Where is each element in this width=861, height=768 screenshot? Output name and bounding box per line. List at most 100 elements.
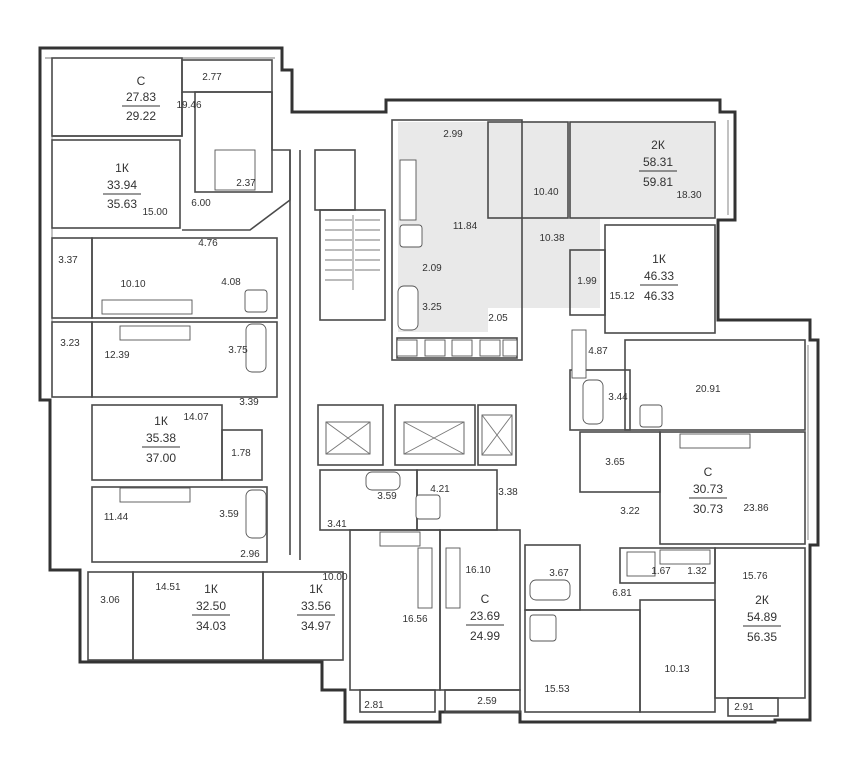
apartment-label: 1К 32.50 34.03 bbox=[192, 582, 230, 633]
room-area: 3.22 bbox=[620, 506, 640, 517]
apartment-total-area: 46.33 bbox=[644, 289, 674, 303]
apartment-type: С bbox=[704, 465, 713, 479]
room-area: 6.81 bbox=[612, 588, 632, 599]
room-area: 6.00 bbox=[191, 198, 211, 209]
room-area: 14.51 bbox=[155, 582, 180, 593]
room-area: 18.30 bbox=[676, 190, 701, 201]
apartment-label: 1К 46.33 46.33 bbox=[640, 252, 678, 303]
room-area: 1.78 bbox=[231, 448, 251, 459]
room-area: 15.00 bbox=[142, 207, 167, 218]
apartment-total-area: 56.35 bbox=[747, 630, 777, 644]
room-area: 14.07 bbox=[183, 412, 208, 423]
room-area: 3.59 bbox=[377, 491, 397, 502]
room-area: 10.38 bbox=[539, 233, 564, 244]
room-area: 12.39 bbox=[104, 350, 129, 361]
room-area: 3.39 bbox=[239, 397, 259, 408]
room-area: 4.21 bbox=[430, 484, 450, 495]
room-area: 15.12 bbox=[609, 291, 634, 302]
apartment-label: 2К 54.89 56.35 bbox=[743, 593, 781, 644]
room-area: 10.00 bbox=[322, 572, 347, 583]
room-area: 10.10 bbox=[120, 279, 145, 290]
apartment-type: 1К bbox=[204, 582, 218, 596]
interior-walls bbox=[51, 57, 806, 717]
room-area: 2.81 bbox=[364, 700, 384, 711]
apartment-total-area: 35.63 bbox=[107, 197, 137, 211]
room-area: 3.41 bbox=[327, 519, 347, 530]
apartment-area: 32.50 bbox=[196, 599, 226, 613]
room-area: 16.56 bbox=[402, 614, 427, 625]
apartment-type: 1К bbox=[154, 414, 168, 428]
room-area: 4.76 bbox=[198, 238, 218, 249]
room-area: 19.46 bbox=[176, 100, 201, 111]
room-area: 3.44 bbox=[608, 392, 628, 403]
room-area: 3.23 bbox=[60, 338, 80, 349]
apartment-label: 1К 33.56 34.97 bbox=[297, 582, 335, 633]
room-area: 2.59 bbox=[477, 696, 497, 707]
apartment-label: 1К 35.38 37.00 bbox=[142, 414, 180, 465]
elevator-shafts bbox=[325, 414, 513, 456]
apartment-total-area: 24.99 bbox=[470, 629, 500, 643]
room-area: 3.65 bbox=[605, 457, 625, 468]
room-area: 4.08 bbox=[221, 277, 241, 288]
apartment-type: С bbox=[481, 592, 490, 606]
apartment-type: 1К bbox=[652, 252, 666, 266]
room-area: 2.09 bbox=[422, 263, 442, 274]
room-area: 3.06 bbox=[100, 595, 120, 606]
apartment-total-area: 37.00 bbox=[146, 451, 176, 465]
room-area: 3.38 bbox=[498, 487, 518, 498]
room-area: 2.77 bbox=[202, 72, 222, 83]
apartment-total-area: 29.22 bbox=[126, 109, 156, 123]
apartment-label: С 27.83 29.22 bbox=[122, 74, 160, 123]
room-area: 3.25 bbox=[422, 302, 442, 313]
room-area: 2.99 bbox=[443, 129, 463, 140]
apartment-area: 46.33 bbox=[644, 269, 674, 283]
apartment-labels: С 27.83 29.22 1К 33.94 35.63 1К 35.38 37… bbox=[103, 74, 781, 644]
room-area: 3.75 bbox=[228, 345, 248, 356]
room-area: 20.91 bbox=[695, 384, 720, 395]
shaded-apartment-area bbox=[398, 122, 714, 332]
room-area: 2.91 bbox=[734, 702, 754, 713]
apartment-label: 1К 33.94 35.63 bbox=[103, 161, 141, 211]
room-area: 3.37 bbox=[58, 255, 78, 266]
apartment-type: 2К bbox=[755, 593, 769, 607]
apartment-total-area: 59.81 bbox=[643, 175, 673, 189]
room-area: 4.87 bbox=[588, 346, 608, 357]
room-area: 3.67 bbox=[549, 568, 569, 579]
room-area-labels: 2.77 19.46 2.37 6.00 15.00 4.76 3.37 10.… bbox=[58, 72, 769, 713]
room-area: 1.99 bbox=[577, 276, 597, 287]
room-area: 1.67 bbox=[651, 566, 671, 577]
apartment-area: 58.31 bbox=[643, 155, 673, 169]
room-area: 10.13 bbox=[664, 664, 689, 675]
room-area: 23.86 bbox=[743, 503, 768, 514]
staircase bbox=[325, 215, 380, 290]
room-area: 15.53 bbox=[544, 684, 569, 695]
room-area: 2.37 bbox=[236, 178, 256, 189]
apartment-total-area: 34.97 bbox=[301, 619, 331, 633]
room-area: 2.05 bbox=[488, 313, 508, 324]
apartment-total-area: 30.73 bbox=[693, 502, 723, 516]
room-area: 1.32 bbox=[687, 566, 707, 577]
room-area: 15.76 bbox=[742, 571, 767, 582]
apartment-total-area: 34.03 bbox=[196, 619, 226, 633]
room-area: 11.84 bbox=[453, 221, 478, 232]
room-area: 3.59 bbox=[219, 509, 239, 520]
fixtures bbox=[101, 149, 751, 642]
apartment-area: 54.89 bbox=[747, 610, 777, 624]
apartment-type: 1К bbox=[115, 161, 129, 175]
apartment-label: 2К 58.31 59.81 bbox=[639, 138, 677, 189]
apartment-area: 35.38 bbox=[146, 431, 176, 445]
apartment-type: 2К bbox=[651, 138, 665, 152]
apartment-area: 33.94 bbox=[107, 178, 137, 192]
room-area: 11.44 bbox=[104, 512, 129, 523]
room-area: 16.10 bbox=[465, 565, 490, 576]
apartment-type: С bbox=[137, 74, 146, 88]
apartment-area: 30.73 bbox=[693, 482, 723, 496]
room-area: 10.40 bbox=[533, 187, 558, 198]
room-area: 2.96 bbox=[240, 549, 260, 560]
apartment-label: С 30.73 30.73 bbox=[689, 465, 727, 516]
apartment-label: С 23.69 24.99 bbox=[466, 592, 504, 643]
apartment-type: 1К bbox=[309, 582, 323, 596]
apartment-area: 27.83 bbox=[126, 90, 156, 104]
apartment-area: 23.69 bbox=[470, 609, 500, 623]
